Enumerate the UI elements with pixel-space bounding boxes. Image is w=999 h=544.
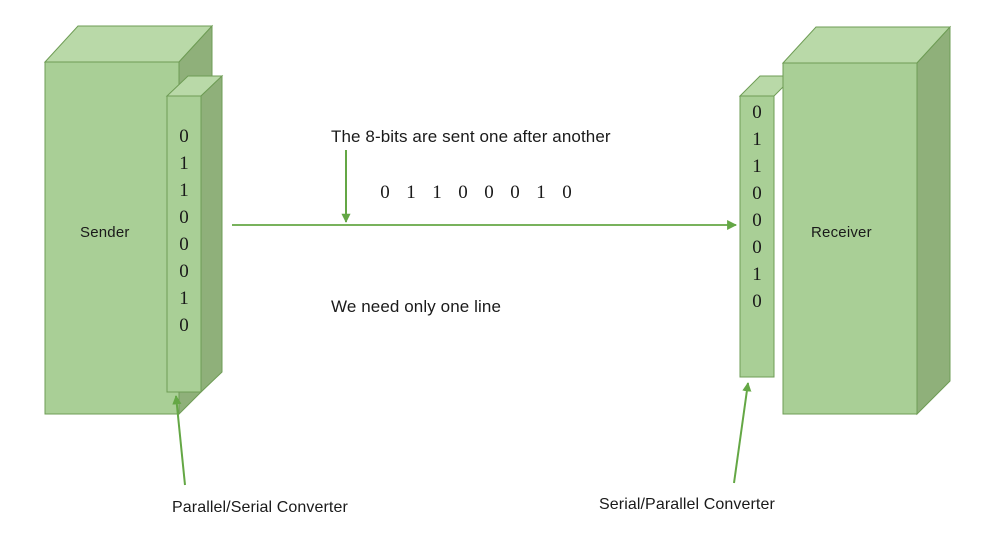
serial-bit: 1 [432, 182, 442, 203]
receiver-bit: 1 [752, 129, 762, 150]
receiver-label: Receiver [811, 224, 872, 241]
receiver-bit: 0 [752, 291, 762, 312]
receiver-bit: 1 [752, 264, 762, 285]
receiver-bits: 0 1 1 0 0 0 1 0 [740, 99, 774, 315]
sender-bit: 0 [179, 234, 189, 255]
serial-bit: 1 [536, 182, 546, 203]
receiver-block-side-face [916, 25, 951, 416]
serial-bit-stream: 0 1 1 0 0 0 1 0 [372, 182, 580, 204]
sender-label: Sender [80, 224, 130, 241]
receiver-bit: 0 [752, 102, 762, 123]
sender-bit: 1 [179, 153, 189, 174]
serial-bit: 0 [562, 182, 572, 203]
receiver-block-front-face [782, 62, 918, 415]
receiver-bit: 0 [752, 210, 762, 231]
parallel-serial-callout-arrow [172, 395, 186, 486]
serial-parallel-converter-label: Serial/Parallel Converter [599, 496, 775, 513]
sender-bit: 0 [179, 315, 189, 336]
sender-bit-column-front-face [166, 95, 202, 393]
sender-bit-column-side-face [200, 74, 223, 394]
receiver-bit: 0 [752, 183, 762, 204]
sender-bit-column [165, 74, 224, 394]
receiver-bit-column-front-face [739, 95, 775, 378]
receiver-bit: 0 [752, 237, 762, 258]
sender-bit: 0 [179, 261, 189, 282]
sender-bit: 0 [179, 126, 189, 147]
sender-block-front-face [44, 61, 180, 415]
serial-parallel-callout-arrow [733, 382, 752, 484]
receiver-bit-column [738, 75, 796, 378]
sender-bit: 1 [179, 288, 189, 309]
serial-bit: 0 [458, 182, 468, 203]
sender-bit: 0 [179, 207, 189, 228]
channel-note-top: The 8-bits are sent one after another [331, 127, 611, 146]
serial-bit: 1 [406, 182, 416, 203]
serial-bit: 0 [380, 182, 390, 203]
serial-bit: 0 [510, 182, 520, 203]
sender-bits: 0 1 1 0 0 0 1 0 [167, 123, 201, 339]
parallel-serial-converter-label: Parallel/Serial Converter [172, 499, 348, 516]
channel-note-bottom: We need only one line [331, 297, 502, 316]
serial-bit: 0 [484, 182, 494, 203]
sender-bit: 1 [179, 180, 189, 201]
receiver-bit: 1 [752, 156, 762, 177]
receiver-block [781, 25, 952, 416]
